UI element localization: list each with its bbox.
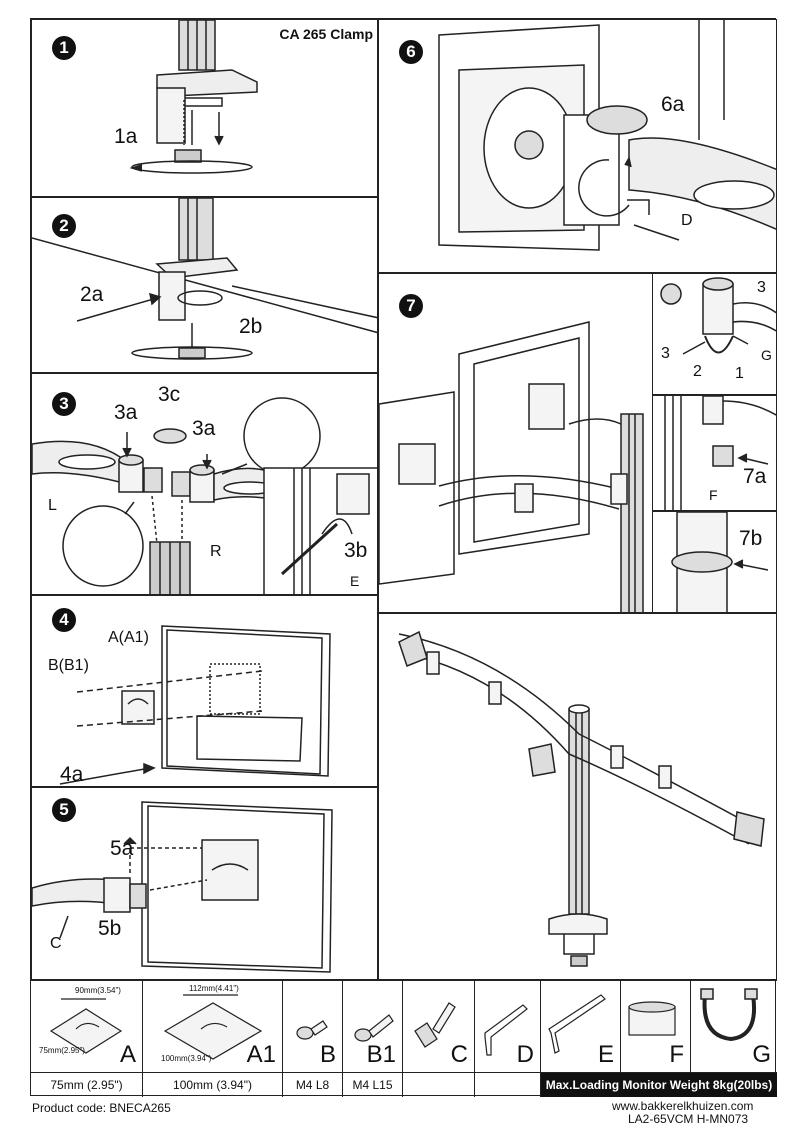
label-1: 1 xyxy=(735,365,744,382)
label-3a-right: 3a xyxy=(192,417,216,440)
instruction-sheet: 1 CA 265 Clamp 1a 2 xyxy=(30,18,777,1097)
part-g-letter: G xyxy=(752,1041,771,1068)
spec-c xyxy=(403,1073,475,1097)
part-a-dim-side: 75mm(2.95") xyxy=(39,1046,85,1055)
step-3-panel: 3 xyxy=(31,373,378,595)
step-number: 2 xyxy=(52,214,76,238)
parts-list: 90mm(3.54") 75mm(2.95") A 112mm(4.41") 1… xyxy=(31,980,777,1073)
part-a1-dim-side: 100mm(3.94") xyxy=(161,1054,212,1063)
label-G: G xyxy=(761,347,772,363)
part-F: F xyxy=(621,981,691,1073)
part-a-dim-top: 90mm(3.54") xyxy=(75,986,121,995)
step-2-panel: 2 2a 2b xyxy=(31,197,378,373)
label-D: D xyxy=(681,212,693,229)
clamp-on-desk-illustration xyxy=(32,198,377,360)
step-7-detail-cable-clip: 3 3 G 2 1 xyxy=(652,273,777,395)
spec-d xyxy=(475,1073,541,1097)
part-a1-dim-top: 112mm(4.41") xyxy=(189,984,239,993)
label-2a: 2a xyxy=(80,283,104,306)
part-a1-letter: A1 xyxy=(246,1041,276,1068)
knob-bolt-icon xyxy=(414,1002,456,1048)
part-D: D xyxy=(475,981,541,1073)
product-code: Product code: BNECA265 xyxy=(32,1101,171,1115)
label-7a: 7a xyxy=(743,465,767,488)
website-link[interactable]: www.bakkerelkhuizen.com xyxy=(612,1099,754,1113)
step-5-panel: 5 5a 5b C xyxy=(31,787,378,980)
label-C: C xyxy=(50,935,62,952)
cable-clip-detail xyxy=(660,277,776,355)
step-1-panel: 1 CA 265 Clamp 1a xyxy=(31,19,378,197)
label-3a-left: 3a xyxy=(114,401,138,424)
label-B-B1: B(B1) xyxy=(48,657,89,674)
label-2b: 2b xyxy=(239,315,263,338)
max-loading-weight: Max.Loading Monitor Weight 8kg(20lbs) xyxy=(541,1073,777,1097)
part-G: G xyxy=(691,981,777,1073)
label-3-left: 3 xyxy=(661,345,670,362)
spec-b: M4 L8 xyxy=(283,1073,343,1097)
label-4a: 4a xyxy=(60,763,84,786)
step-6-panel: 6 6a D xyxy=(378,19,777,273)
label-3b: 3b xyxy=(344,539,368,562)
assembled-stand-illustration xyxy=(398,630,765,967)
part-A: 90mm(3.54") 75mm(2.95") A xyxy=(31,981,143,1073)
part-e-letter: E xyxy=(597,1041,614,1068)
label-L: L xyxy=(48,497,57,514)
label-F: F xyxy=(709,487,718,503)
label-3c: 3c xyxy=(158,383,181,406)
pole-clip-detail xyxy=(671,512,769,612)
step-number: 5 xyxy=(52,798,76,822)
dual-monitor-illustration xyxy=(379,321,644,612)
label-5a: 5a xyxy=(110,837,134,860)
label-E: E xyxy=(350,573,360,589)
mount-monitor-illustration xyxy=(32,801,333,973)
part-b-letter: B xyxy=(319,1041,336,1068)
step-number: 4 xyxy=(52,608,76,632)
part-d-letter: D xyxy=(516,1041,534,1068)
arm-attachment-illustration xyxy=(32,397,377,594)
part-B: B xyxy=(283,981,343,1073)
clamp-title: CA 265 Clamp xyxy=(279,26,373,42)
step-number: 7 xyxy=(399,294,423,318)
step-number: 6 xyxy=(399,40,423,64)
screw-m4-l8-icon xyxy=(296,1020,328,1040)
hex-key-small-icon xyxy=(484,1004,528,1056)
vesa-plate-illustration xyxy=(59,625,331,785)
clamp-illustration xyxy=(129,20,258,174)
spec-row: 75mm (2.95") 100mm (3.94") M4 L8 M4 L15 … xyxy=(31,1072,777,1097)
step-number: 3 xyxy=(52,392,76,416)
label-7b: 7b xyxy=(739,527,763,550)
part-a-letter: A xyxy=(119,1041,136,1068)
label-3-top: 3 xyxy=(757,279,766,296)
vesa-plate-100-icon xyxy=(163,994,263,1060)
part-c-letter: C xyxy=(450,1041,468,1068)
part-A1: 112mm(4.41") 100mm(3.94") A1 xyxy=(143,981,283,1073)
label-A-A1: A(A1) xyxy=(108,629,149,646)
spec-b1: M4 L15 xyxy=(343,1073,403,1097)
part-b1-letter: B1 xyxy=(366,1041,396,1068)
label-R: R xyxy=(210,543,222,560)
hex-key-large-icon xyxy=(548,994,606,1054)
label-6a: 6a xyxy=(661,93,685,116)
part-f-letter: F xyxy=(669,1041,684,1068)
screw-m4-l15-icon xyxy=(354,1014,394,1042)
clip-f-detail xyxy=(664,396,776,510)
spec-a1: 100mm (3.94") xyxy=(143,1073,283,1097)
cable-clip-f-icon xyxy=(628,1001,676,1036)
step-7a-panel: 7a F xyxy=(652,395,777,511)
vesa-plate-75-icon xyxy=(49,998,123,1054)
cable-clip-g-icon xyxy=(700,988,758,1042)
part-E: E xyxy=(541,981,621,1073)
step-4-panel: 4 A(A1) B(B1) 4a xyxy=(31,595,378,787)
label-2: 2 xyxy=(693,363,702,380)
label-1a: 1a xyxy=(114,125,138,148)
step-number: 1 xyxy=(52,36,76,60)
model-code: LA2-65VCM H-MN073 xyxy=(628,1112,749,1126)
spec-a: 75mm (2.95") xyxy=(31,1073,143,1097)
tilt-adjust-illustration xyxy=(438,20,776,251)
part-B1: B1 xyxy=(343,981,403,1073)
label-5b: 5b xyxy=(98,917,122,940)
part-C: C xyxy=(403,981,475,1073)
step-7b-panel: 7b xyxy=(652,511,777,613)
assembled-view-panel xyxy=(378,613,777,980)
